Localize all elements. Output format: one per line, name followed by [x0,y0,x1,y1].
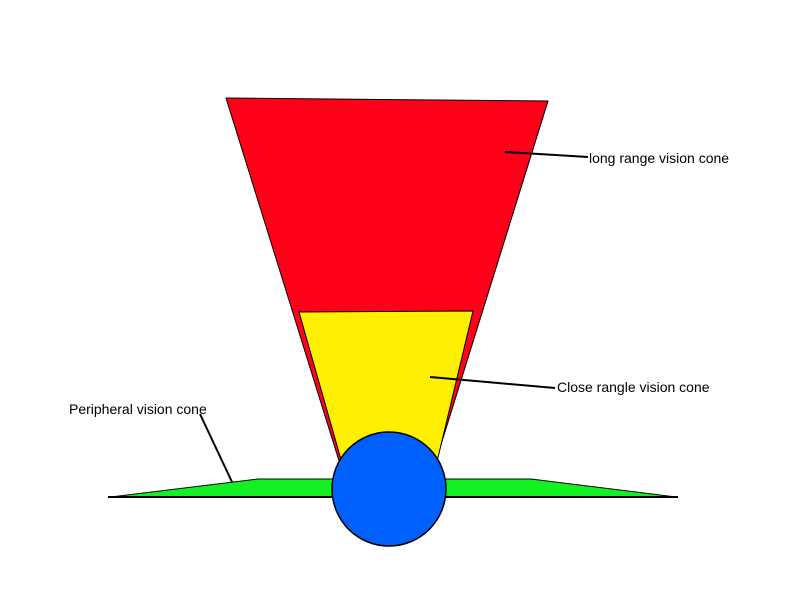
peripheral-leader-line [199,413,233,483]
peripheral-label: Peripheral vision cone [69,401,207,417]
close-range-label: Close rangle vision cone [557,379,710,395]
long-range-label: long range vision cone [589,150,729,166]
close-range-leader-line [429,376,556,389]
eye-circle [331,431,447,547]
long-range-leader-line [504,151,589,158]
